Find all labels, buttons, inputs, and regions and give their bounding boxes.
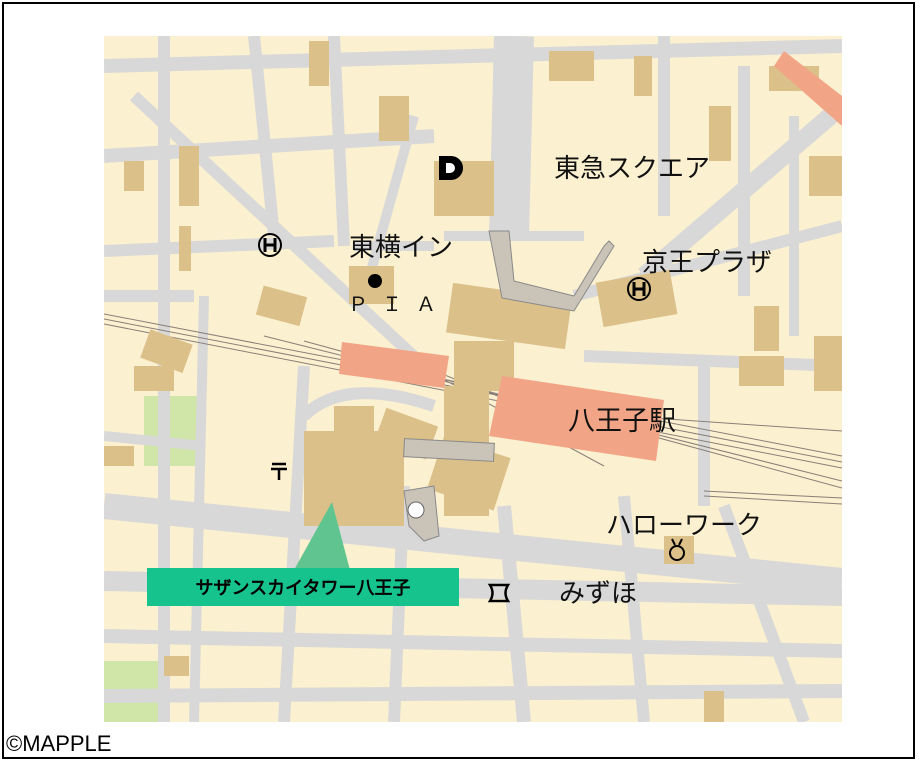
label-hello-work: ハローワーク [606,511,763,541]
label-mizuho: みずほ [559,579,638,609]
copyright-text: ©MAPPLE [6,731,112,756]
label-keio-plaza: 京王プラザ [642,248,773,278]
label-toyoko-inn: 東横イン [349,233,454,263]
post-office-icon [269,460,289,482]
bank-icon [486,582,512,604]
target-building-label: サザンスカイタワー八王子 [195,578,411,599]
public-office-icon [666,536,688,562]
label-pia: ＰＩＡ [348,292,450,316]
pia-marker-icon [368,274,382,288]
callout-pointer [294,502,350,570]
park [144,396,204,466]
label-tokyu-square: 東急スクエア [554,154,711,184]
street-map [104,36,842,722]
label-hachioji-station: 八王子駅 [568,406,676,437]
hotel-icon [257,232,283,258]
hotel-icon [626,276,652,302]
department-store-icon [436,154,466,182]
map-area[interactable]: 東急スクエア 東横イン 京王プラザ ＰＩＡ 八王子駅 ハローワーク みずほ [104,36,842,722]
target-building-callout[interactable]: サザンスカイタワー八王子 [147,568,459,606]
